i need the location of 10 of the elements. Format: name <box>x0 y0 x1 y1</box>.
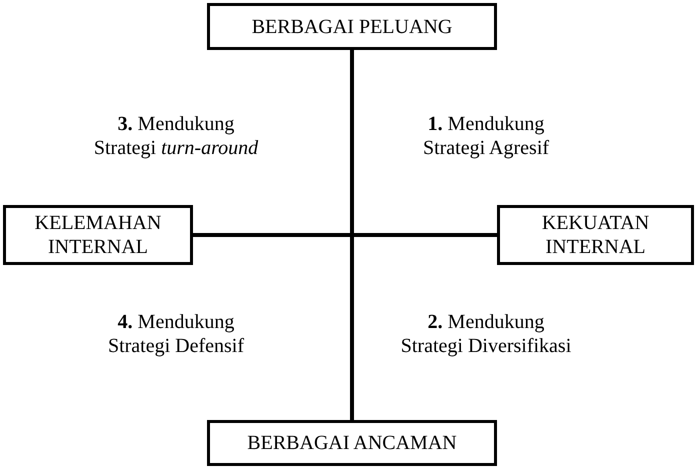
label-box: KEKUATAN INTERNAL <box>497 205 694 265</box>
label-box: KELEMAHAN INTERNAL <box>3 205 193 265</box>
quadrant-label: 2. Mendukung Strategi Diversifikasi <box>400 310 572 358</box>
quadrant-label: 3. Mendukung Strategi turn-around <box>92 112 260 160</box>
quadrant-label: 4. Mendukung Strategi Defensif <box>106 310 246 358</box>
quadrant-label: 1. Mendukung Strategi Agresif <box>422 112 550 160</box>
label-box: BERBAGAI PELUANG <box>207 3 497 50</box>
connector-line <box>193 233 497 237</box>
label-box: BERBAGAI ANCAMAN <box>207 420 497 466</box>
connector-line <box>350 50 354 420</box>
